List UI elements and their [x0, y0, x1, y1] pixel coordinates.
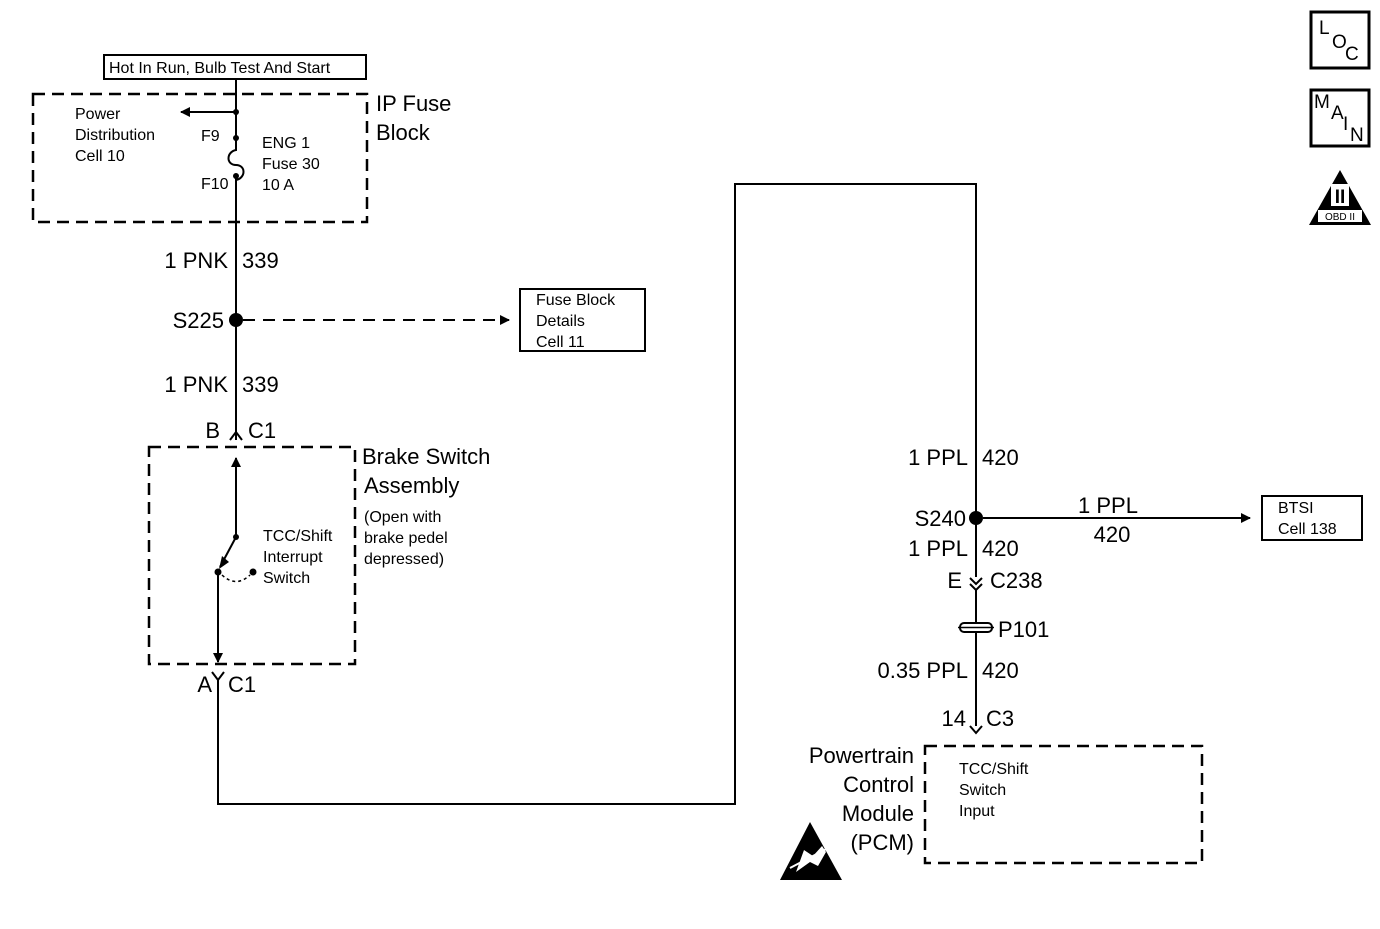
- switch-blade-arrow: [219, 556, 229, 569]
- hot-in-run-label-box: Hot In Run, Bulb Test And Start: [103, 54, 367, 80]
- wire-420-gauge-middle: 1 PPL: [908, 536, 968, 561]
- svg-text:OBD II: OBD II: [1325, 212, 1355, 223]
- svg-text:(Open with: (Open with: [364, 509, 441, 526]
- connector-c238-pin: E: [947, 568, 962, 593]
- svg-text:Powertrain: Powertrain: [809, 743, 914, 768]
- svg-text:Fuse Block: Fuse Block: [536, 292, 616, 309]
- svg-text:Switch: Switch: [959, 782, 1006, 799]
- f9-label: F9: [201, 128, 220, 145]
- svg-text:Assembly: Assembly: [364, 473, 459, 498]
- wire-420-route: [217, 183, 977, 805]
- obd-ii-icon[interactable]: II OBD II: [1309, 170, 1371, 225]
- main-icon[interactable]: M A I N: [1309, 88, 1371, 148]
- wire-420-gauge-lower: 0.35 PPL: [877, 658, 968, 683]
- svg-text:BTSI: BTSI: [1278, 500, 1314, 517]
- svg-text:Block: Block: [376, 120, 431, 145]
- svg-text:10 A: 10 A: [262, 177, 294, 194]
- svg-text:N: N: [1350, 125, 1364, 146]
- pcm-input-label: TCC/Shift Switch Input: [959, 761, 1029, 820]
- svg-text:Input: Input: [959, 803, 995, 820]
- loc-icon[interactable]: L O C: [1309, 10, 1371, 70]
- switch-closed-contact: [249, 568, 257, 576]
- svg-text:C: C: [1345, 44, 1359, 65]
- wire-420-circuit-upper: 420: [982, 445, 1019, 470]
- brake-switch-note: (Open with brake pedel depressed): [364, 509, 448, 568]
- svg-text:A: A: [1331, 103, 1344, 124]
- svg-text:M: M: [1314, 92, 1330, 113]
- wire-420-circuit-middle: 420: [982, 536, 1019, 561]
- p101-pass-through-symbol: [958, 622, 994, 633]
- wire-420-gauge-upper: 1 PPL: [908, 445, 968, 470]
- switch-travel-arc: [221, 574, 251, 583]
- svg-text:Control: Control: [843, 772, 914, 797]
- brake-switch-conn-top: C1: [248, 418, 276, 443]
- wire-339-gauge-upper: 1 PNK: [164, 248, 228, 273]
- svg-text:Brake Switch: Brake Switch: [362, 444, 490, 469]
- splice-s240-label: S240: [915, 506, 966, 531]
- ip-fuse-block-label: IP Fuse Block: [376, 91, 451, 145]
- fuse-label: ENG 1 Fuse 30 10 A: [262, 135, 320, 194]
- wire-420-circuit-lower: 420: [982, 658, 1019, 683]
- p101-label: P101: [998, 617, 1049, 642]
- svg-text:TCC/Shift: TCC/Shift: [263, 528, 333, 545]
- svg-text:brake pedel: brake pedel: [364, 530, 448, 547]
- power-distribution-label: Power Distribution Cell 10: [75, 106, 155, 165]
- svg-text:L: L: [1319, 18, 1330, 39]
- svg-text:Switch: Switch: [263, 570, 310, 587]
- hot-in-run-label: Hot In Run, Bulb Test And Start: [109, 60, 331, 77]
- wire-339-circuit-upper: 339: [242, 248, 279, 273]
- svg-text:Details: Details: [536, 313, 585, 330]
- svg-text:ENG 1: ENG 1: [262, 135, 310, 152]
- svg-text:Cell 10: Cell 10: [75, 148, 125, 165]
- svg-text:depressed): depressed): [364, 551, 444, 568]
- svg-text:Power: Power: [75, 106, 121, 123]
- svg-text:Fuse 30: Fuse 30: [262, 156, 320, 173]
- svg-text:Distribution: Distribution: [75, 127, 155, 144]
- svg-text:II: II: [1335, 187, 1346, 208]
- pcm-outline: [923, 744, 1204, 865]
- svg-text:TCC/Shift: TCC/Shift: [959, 761, 1029, 778]
- connector-c1-bottom-symbol: [211, 671, 225, 682]
- brake-switch-pin-b: B: [205, 418, 220, 443]
- btsi-branch-circuit: 420: [1094, 522, 1131, 547]
- splice-s225-label: S225: [173, 308, 224, 333]
- esd-warning-icon: [780, 822, 842, 880]
- brake-switch-conn-bottom: C1: [228, 672, 256, 697]
- brake-switch-pin-a: A: [197, 672, 212, 697]
- fuse-30-symbol: [227, 138, 245, 182]
- connector-c3-label: C3: [986, 706, 1014, 731]
- connector-c3-symbol: [969, 725, 983, 735]
- wire-339-gauge-lower: 1 PNK: [164, 372, 228, 397]
- tcc-shift-interrupt-switch-label: TCC/Shift Interrupt Switch: [263, 528, 333, 587]
- connector-c1-top-symbol: [229, 430, 243, 441]
- svg-text:Module: Module: [842, 801, 914, 826]
- pcm-title: Powertrain Control Module (PCM): [809, 743, 914, 855]
- svg-text:IP Fuse: IP Fuse: [376, 91, 451, 116]
- svg-text:Cell 138: Cell 138: [1278, 521, 1337, 538]
- connector-c238-symbol: [969, 577, 983, 592]
- splice-s240-dot: [969, 511, 983, 525]
- svg-text:O: O: [1332, 32, 1347, 53]
- svg-text:Cell 11: Cell 11: [536, 334, 585, 351]
- svg-text:I: I: [1343, 114, 1348, 135]
- fuse-details-box: Fuse Block Details Cell 11: [519, 288, 646, 352]
- svg-text:Interrupt: Interrupt: [263, 549, 323, 566]
- brake-switch-title: Brake Switch Assembly: [362, 444, 490, 498]
- feed-node-dot: [233, 109, 239, 115]
- wire-339-circuit-lower: 339: [242, 372, 279, 397]
- btsi-box: BTSI Cell 138: [1261, 495, 1363, 541]
- brake-switch-outline: [147, 445, 357, 666]
- f10-label: F10: [201, 176, 229, 193]
- splice-s225-dot: [229, 313, 243, 327]
- svg-text:(PCM): (PCM): [850, 830, 914, 855]
- ip-fuse-block-outline: [31, 92, 369, 224]
- btsi-branch-gauge: 1 PPL: [1078, 493, 1138, 518]
- connector-c238-label: C238: [990, 568, 1043, 593]
- connector-c3-pin: 14: [942, 706, 966, 731]
